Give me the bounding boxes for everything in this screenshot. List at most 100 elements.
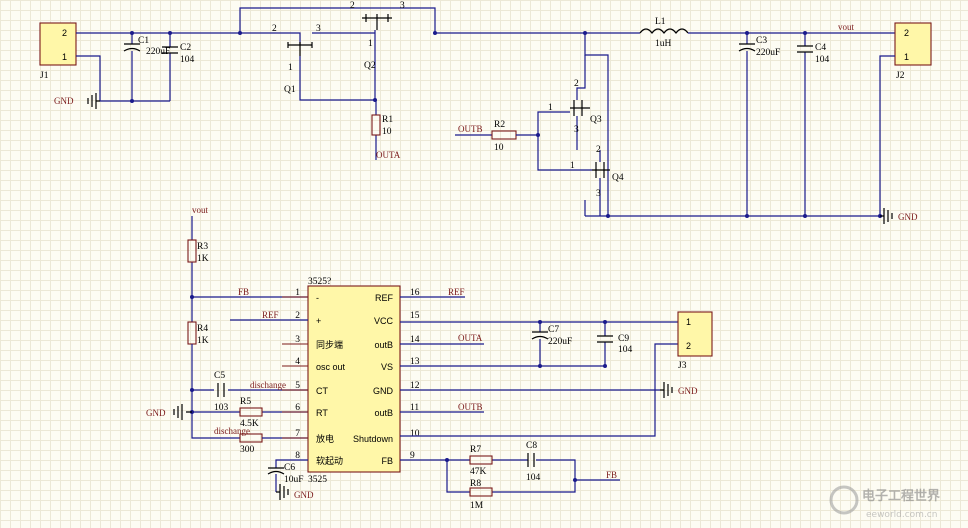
q3-ref: Q3 bbox=[590, 115, 602, 125]
j3-pin2-label: 2 bbox=[686, 341, 691, 351]
ic-right-pin-number: 15 bbox=[410, 311, 420, 321]
r5-value: 4.5K bbox=[240, 419, 259, 429]
net-fb-right: FB bbox=[606, 470, 617, 480]
ic-left-pin-number: 3 bbox=[295, 335, 300, 345]
c4-value: 104 bbox=[815, 55, 830, 65]
resistor-r5[interactable]: R5 4.5K bbox=[239, 397, 263, 429]
connector-j2[interactable]: 2 1 J2 bbox=[894, 22, 932, 81]
connector-j3[interactable]: 1 2 J3 bbox=[677, 311, 713, 371]
r8-ref: R8 bbox=[470, 479, 481, 489]
c1-ref: C1 bbox=[138, 36, 149, 46]
q2-pin-a: 2 bbox=[350, 1, 355, 11]
ic-right-pin-number: 11 bbox=[410, 403, 419, 413]
r4-ref: R4 bbox=[197, 324, 208, 334]
c6-value: 10uF bbox=[284, 475, 304, 485]
capacitor-c7[interactable]: C7 220uF bbox=[531, 322, 572, 366]
c8-value: 104 bbox=[526, 473, 541, 483]
ic-ref-bottom: 3525 bbox=[308, 475, 327, 485]
resistor-r2[interactable]: R2 10 bbox=[491, 120, 517, 153]
resistor-r4[interactable]: R4 1K bbox=[187, 321, 209, 346]
r4-value: 1K bbox=[197, 336, 209, 346]
j2-ref: J2 bbox=[896, 71, 905, 81]
q1-pin-c: 1 bbox=[288, 63, 293, 73]
gnd-label-c6: GND bbox=[294, 490, 314, 500]
capacitor-c2[interactable]: C2 104 bbox=[162, 33, 195, 101]
ic-left-pin-number: 4 bbox=[295, 357, 300, 367]
c9-ref: C9 bbox=[618, 334, 629, 344]
svg-text:eeworld.com.cn: eeworld.com.cn bbox=[866, 510, 937, 520]
net-outb-top: OUTB bbox=[458, 124, 483, 134]
net-vout-bottom: vout bbox=[192, 205, 209, 215]
q1-ref: Q1 bbox=[284, 85, 296, 95]
r3-value: 1K bbox=[197, 254, 209, 264]
r7-value: 47K bbox=[470, 467, 487, 477]
ic-right-pin-name: VS bbox=[381, 362, 393, 372]
ic-left-pin-name: 同步端 bbox=[316, 339, 343, 350]
mosfet-q3[interactable]: 1 2 3 Q3 bbox=[548, 55, 602, 150]
capacitor-c9[interactable]: C9 104 bbox=[597, 322, 633, 366]
r2-value: 10 bbox=[494, 143, 504, 153]
ic-left-pin-number: 5 bbox=[295, 381, 300, 391]
l1-ref: L1 bbox=[655, 17, 666, 27]
j2-pin1-label: 1 bbox=[904, 52, 909, 62]
svg-text:电子工程世界: 电子工程世界 bbox=[862, 488, 940, 504]
net-outb-bottom: OUTB bbox=[458, 402, 483, 412]
mosfet-q4[interactable]: 1 2 3 Q4 bbox=[570, 145, 624, 216]
capacitor-c4[interactable]: C4 104 bbox=[797, 33, 830, 216]
resistor-r3[interactable]: R3 1K bbox=[187, 216, 209, 322]
ic-left-pin-name: CT bbox=[316, 386, 328, 396]
q4-pin-c: 3 bbox=[596, 189, 601, 199]
j2-pin2-label: 2 bbox=[904, 28, 909, 38]
connector-j1[interactable]: 2 1 J1 bbox=[39, 22, 77, 81]
ic-left-pin-name: 软起动 bbox=[316, 455, 343, 466]
ic-right-pin-number: 13 bbox=[410, 357, 420, 367]
c3-value: 220uF bbox=[756, 48, 780, 58]
resistor-r6[interactable]: 300 bbox=[239, 433, 263, 455]
q4-ref: Q4 bbox=[612, 173, 624, 183]
q1-pin-a: 2 bbox=[272, 24, 277, 34]
q3-pin-a: 1 bbox=[548, 103, 553, 113]
ic-right-pin-name: VCC bbox=[374, 316, 394, 326]
c4-ref: C4 bbox=[815, 43, 826, 53]
r1-ref: R1 bbox=[382, 115, 393, 125]
watermark-logo: 电子工程世界 eeworld.com.cn bbox=[829, 485, 940, 520]
ic-left-pin-number: 8 bbox=[295, 451, 300, 461]
gnd-label-input: GND bbox=[54, 96, 74, 106]
ic-left-pin-name: - bbox=[316, 293, 319, 303]
capacitor-c8[interactable]: C8 104 bbox=[526, 441, 541, 483]
capacitor-c3[interactable]: C3 220uF bbox=[738, 33, 780, 216]
mosfet-q1[interactable]: 2 3 1 Q1 bbox=[272, 24, 375, 95]
ic-left-pin-number: 2 bbox=[295, 311, 300, 321]
j1-ref: J1 bbox=[40, 71, 49, 81]
resistor-r1[interactable]: R1 10 bbox=[371, 100, 393, 160]
gnd-symbol-controller: GND bbox=[146, 404, 192, 420]
q4-pin-b: 2 bbox=[596, 145, 601, 155]
q2-ref: Q2 bbox=[364, 61, 376, 71]
r2-ref: R2 bbox=[494, 120, 505, 130]
ic-right-pin-name: REF bbox=[375, 293, 394, 303]
ic-3525[interactable]: 3525? 3525 bbox=[307, 277, 401, 485]
j1-pin1-label: 1 bbox=[62, 52, 67, 62]
c6-ref: C6 bbox=[284, 463, 295, 473]
r3-ref: R3 bbox=[197, 242, 208, 252]
resistor-r8[interactable]: R8 1M bbox=[469, 479, 493, 511]
capacitor-c6[interactable]: C6 10uF bbox=[267, 463, 304, 492]
gnd-symbol-output: GND bbox=[880, 208, 918, 224]
resistor-r7[interactable]: R7 47K bbox=[469, 445, 493, 477]
capacitor-c5[interactable]: C5 103 bbox=[214, 371, 229, 413]
ic-left-pin-number: 1 bbox=[295, 288, 300, 298]
ic-ref-top: 3525? bbox=[308, 277, 331, 287]
inductor-l1[interactable]: L1 1uH bbox=[639, 17, 689, 49]
ic-right-pin-number: 14 bbox=[410, 335, 420, 345]
mosfet-q2[interactable]: 2 3 1 Q2 bbox=[350, 1, 405, 100]
gnd-label-ic: GND bbox=[678, 386, 698, 396]
j3-pin1-label: 1 bbox=[686, 317, 691, 327]
capacitor-c1[interactable]: C1 220uF bbox=[123, 33, 170, 101]
ic-right-pin-name: outB bbox=[374, 408, 393, 418]
ic-right-pin-name: GND bbox=[373, 386, 394, 396]
net-fb-left: FB bbox=[238, 287, 249, 297]
q2-pin-b: 3 bbox=[400, 1, 405, 11]
c8-ref: C8 bbox=[526, 441, 537, 451]
